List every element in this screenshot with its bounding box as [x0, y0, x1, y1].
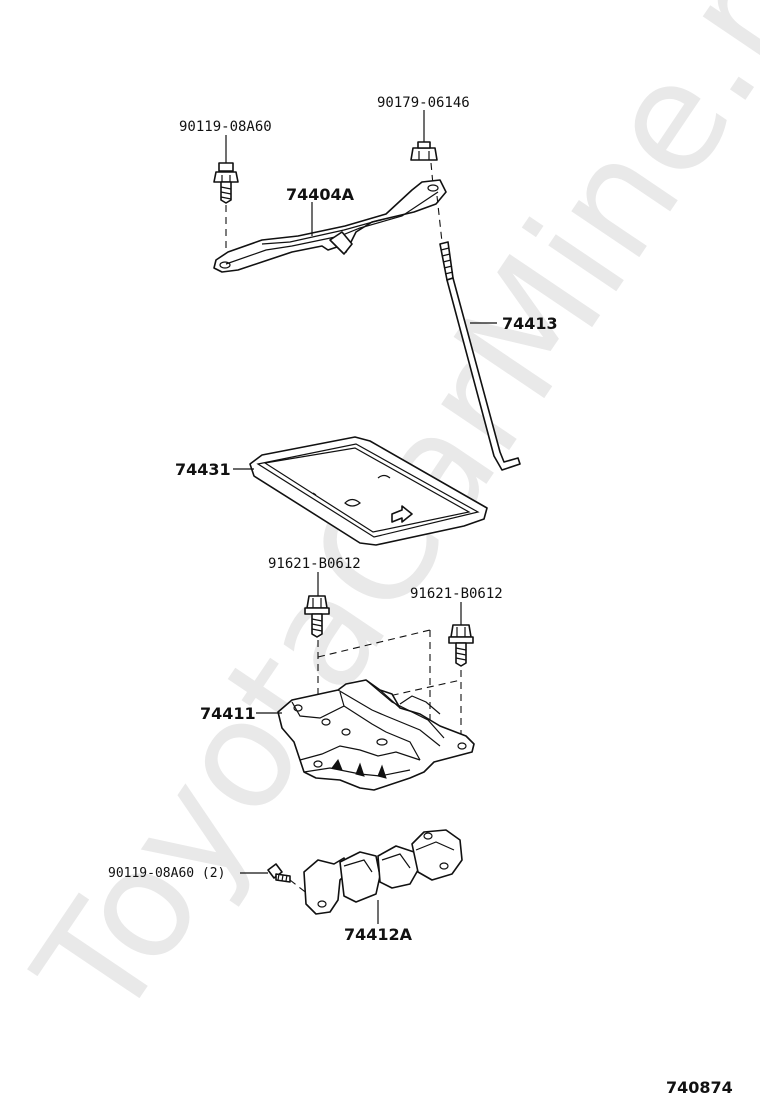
diagram-code: 740874: [666, 1078, 733, 1097]
nut-top-right-icon[interactable]: [410, 141, 438, 161]
label-nut-top-right: 90179-06146: [377, 95, 470, 111]
label-rod: 74413: [502, 314, 558, 333]
label-tray: 74431: [175, 460, 231, 479]
label-bolt-top-left: 90119-08A60: [179, 119, 272, 135]
label-bolt-mid-left: 91621-B0612: [268, 556, 361, 572]
bolt-mid-right-icon[interactable]: [448, 624, 474, 667]
label-carrier: 74411: [200, 704, 256, 723]
label-bolt-bottom: 90119-08A60 (2): [108, 866, 225, 881]
label-bolt-mid-right: 91621-B0612: [410, 586, 503, 602]
label-bracket: 74412A: [344, 925, 413, 944]
bolt-bottom-icon[interactable]: [267, 863, 291, 883]
battery-hold-rod-icon[interactable]: [439, 241, 521, 471]
bolt-mid-left-icon[interactable]: [304, 595, 330, 638]
label-clamp: 74404A: [286, 185, 355, 204]
battery-tray-icon[interactable]: [249, 436, 488, 546]
carrier-bracket-icon[interactable]: [303, 829, 463, 915]
battery-clamp-icon[interactable]: [213, 179, 447, 273]
battery-carrier-icon[interactable]: [277, 679, 475, 791]
bolt-top-left-icon[interactable]: [213, 162, 239, 204]
